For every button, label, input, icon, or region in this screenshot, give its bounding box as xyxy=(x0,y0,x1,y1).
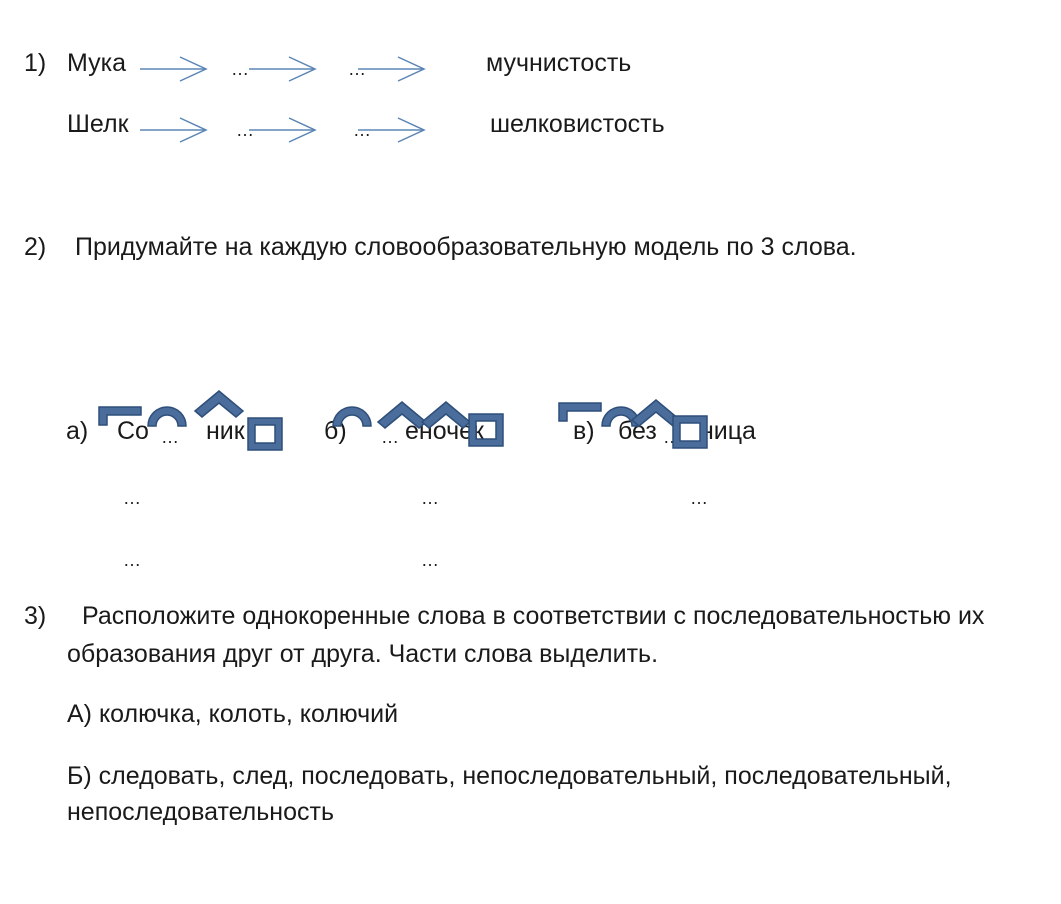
task3-item-b-line1: Б) следовать, след, последовать, непосле… xyxy=(67,762,952,790)
task2-number: 2) xyxy=(24,233,47,261)
model-a-example: … xyxy=(123,550,141,570)
arrow-icon xyxy=(140,56,208,82)
arrow-icon xyxy=(358,117,426,143)
arrow-icon xyxy=(358,56,426,82)
task2-instruction: Придумайте на каждую словообразовательну… xyxy=(75,233,857,261)
task3-item-a: А) колючка, колоть, колючий xyxy=(67,700,399,728)
arrow-icon xyxy=(140,117,208,143)
task1-word-shelk: Шелк xyxy=(67,110,129,138)
suffix-mark-icon xyxy=(194,390,244,418)
task1-step2-muka: … xyxy=(348,59,366,79)
suffix-mark-icon xyxy=(377,401,427,429)
prefix-mark-icon xyxy=(558,402,602,422)
arrow-icon xyxy=(249,56,317,82)
root-mark-icon xyxy=(601,406,641,427)
model-a-part-root: … xyxy=(161,427,179,447)
task3-item-b-line2: непоследовательность xyxy=(67,798,334,826)
task1-result-muchnistost: мучнистость xyxy=(486,49,632,77)
model-b-example: … xyxy=(421,488,439,508)
task1-step1-muka: … xyxy=(231,59,249,79)
model-v-letter: в) xyxy=(573,417,595,445)
model-a-letter: а) xyxy=(66,417,89,445)
arrow-icon xyxy=(249,117,317,143)
task1-step1-shelk: … xyxy=(236,120,254,140)
task3-instruction-line1: Расположите однокоренные слова в соответ… xyxy=(82,602,985,630)
suffix-mark-icon xyxy=(421,401,471,429)
model-a-part-prefix: Со xyxy=(117,417,149,445)
model-v-example: … xyxy=(690,488,708,508)
root-mark-icon xyxy=(332,406,372,427)
model-b-part-root: … xyxy=(381,427,399,447)
task1-number: 1) xyxy=(24,49,47,77)
ending-mark-icon xyxy=(672,415,708,449)
task3-instruction-line2: образования друг от друга. Части слова в… xyxy=(67,640,659,668)
task1-result-shelkovistost: шелковистость xyxy=(490,110,665,138)
model-v-part-ending: а xyxy=(742,417,756,445)
prefix-mark-icon xyxy=(98,406,142,426)
task3-number: 3) xyxy=(24,602,47,630)
model-a-example: … xyxy=(123,488,141,508)
ending-mark-icon xyxy=(468,413,504,447)
model-b-example: … xyxy=(421,550,439,570)
model-a-part-suffix: ник xyxy=(206,417,245,445)
root-mark-icon xyxy=(147,406,187,427)
task1-word-muka: Мука xyxy=(67,49,126,77)
ending-mark-icon xyxy=(247,417,283,451)
